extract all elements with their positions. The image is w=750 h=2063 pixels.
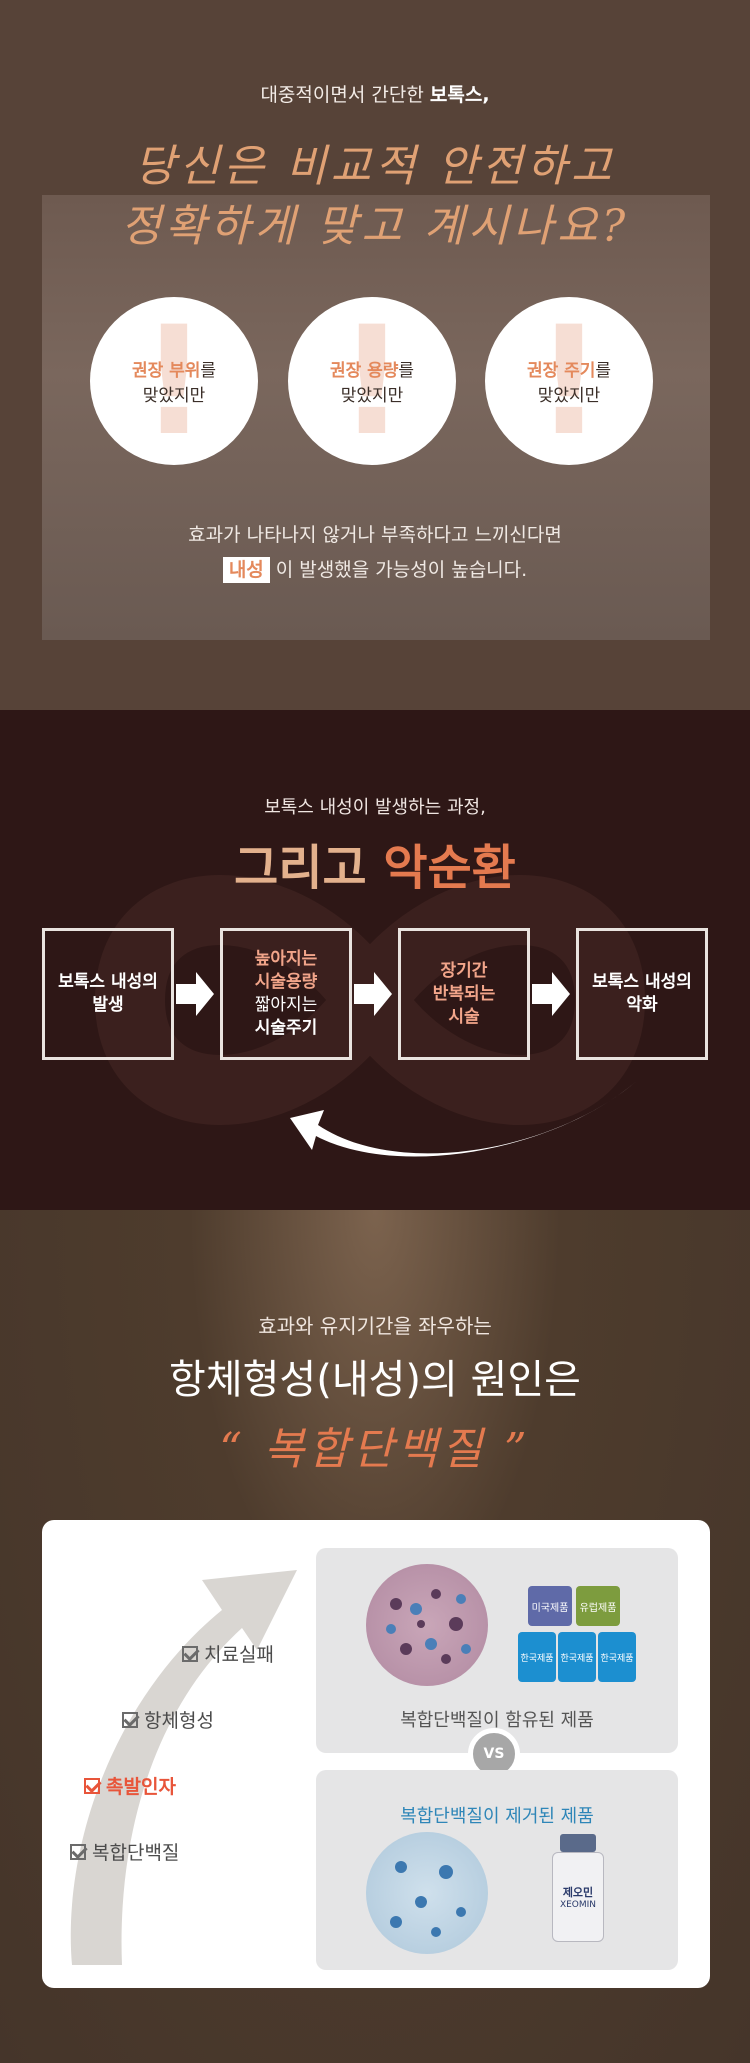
without-protein-label: 복합단백질이 제거된 제품: [400, 1806, 594, 1827]
process-subtitle: 보톡스 내성이 발생하는 과정,: [264, 797, 486, 818]
caption-line1: 효과가 나타나지 않거나 부족하다고 느끼신다면: [188, 524, 562, 546]
box-line: 시술: [448, 1006, 480, 1027]
step-label: 항체형성: [144, 1710, 214, 1732]
microscope-dish-image: [366, 1832, 488, 1954]
intro-text: 대중적이면서 간단한 보톡스,: [0, 80, 750, 107]
circle-highlight: 권장 주기: [526, 361, 596, 381]
intro-section: 대중적이면서 간단한 보톡스, 당신은 비교적 안전하고 정확하게 맞고 계시나…: [0, 0, 750, 710]
box-line: 시술용량: [254, 972, 318, 992]
bottle-kr: 한국제품: [558, 1632, 596, 1682]
with-protein-label: 복합단백질이 함유된 제품: [400, 1710, 594, 1731]
flow-arrows: [176, 972, 640, 1157]
circle-suffix: 를: [398, 361, 415, 381]
circle-highlight: 권장 용량: [329, 361, 399, 381]
box-line: 반복되는: [432, 983, 496, 1004]
step-box-occurrence: 보톡스 내성의 발생: [42, 928, 174, 1060]
box-line: 발생: [92, 995, 124, 1015]
step-label: 촉발인자: [106, 1776, 176, 1798]
circle-highlight: 권장 부위: [131, 361, 201, 381]
vial-body: 제오민 XEOMIN: [552, 1852, 604, 1942]
step-label: 복합단백질: [92, 1842, 180, 1864]
caption-line2-text: 이 발생했을 가능성이 높습니다.: [275, 559, 528, 581]
title-accent: 악순환: [383, 840, 516, 896]
circle-line2: 맞았지만: [537, 386, 601, 406]
circle-suffix: 를: [200, 361, 217, 381]
step-complex-protein: 복합단백질: [70, 1838, 179, 1865]
without-complex-protein-panel: 복합단백질이 제거된 제품 제오민 XEOMIN: [316, 1770, 678, 1970]
right-arrow-icon: [354, 972, 392, 1016]
step-antibody-formation: 항체형성: [122, 1706, 214, 1733]
box-line: 짧아지는: [254, 995, 318, 1015]
circle-line2: 맞았지만: [340, 386, 404, 406]
step-box-dose-cycle: 높아지는 시술용량 짧아지는 시술주기: [220, 928, 352, 1060]
bottle-us: 미국제품: [528, 1586, 572, 1626]
checkbox-icon: [84, 1777, 100, 1794]
bottle-label: 유럽제품: [579, 1602, 617, 1614]
bottle-kr: 한국제품: [598, 1632, 636, 1682]
circle-recommended-dose: ! 권장 용량를 맞았지만: [288, 297, 456, 465]
step-treatment-failure: 치료실패: [182, 1640, 274, 1667]
box-line: 악화: [626, 995, 658, 1015]
bottle-label: 미국제품: [531, 1602, 569, 1614]
step-box-repeat: 장기간 반복되는 시술: [398, 928, 530, 1060]
bottle-label: 한국제품: [560, 1653, 594, 1664]
vial-brand: 제오민: [562, 1886, 594, 1899]
return-curve-arrow-icon: [290, 1078, 640, 1157]
step-box-worsening: 보톡스 내성의 악화: [576, 928, 708, 1060]
circle-recommended-area: ! 권장 부위를 맞았지만: [90, 297, 258, 465]
bottle-label: 한국제품: [520, 1653, 554, 1664]
exclamation-icon: !: [139, 297, 209, 465]
box-line: 보톡스 내성의: [58, 972, 158, 992]
cause-script: “ 복합단백질 ”: [219, 1424, 531, 1475]
rising-arrow-icon: [70, 1570, 297, 1965]
checkbox-icon: [70, 1843, 86, 1860]
script-headline-line2: 정확하게 맞고 계시나요?: [120, 201, 630, 252]
vial-brand-en: XEOMIN: [559, 1900, 597, 1910]
exclamation-icon: !: [534, 297, 604, 465]
checkbox-icon: [122, 1711, 138, 1728]
box-line: 시술주기: [254, 1018, 318, 1038]
with-complex-protein-panel: 미국제품 유럽제품 한국제품 한국제품 한국제품 복합단백질이 함유된 제품: [316, 1548, 678, 1753]
right-arrow-icon: [532, 972, 570, 1016]
complex-protein-section: 효과와 유지기간을 좌우하는 항체형성(내성)의 원인은 “ 복합단백질 ” 치…: [0, 1210, 750, 2063]
step-label: 치료실패: [204, 1644, 274, 1666]
bottle-eu: 유럽제품: [576, 1586, 620, 1626]
circle-recommended-cycle: ! 권장 주기를 맞았지만: [485, 297, 653, 465]
bottle-kr: 한국제품: [518, 1632, 556, 1682]
exclamation-icon: !: [337, 297, 407, 465]
process-title: 그리고 악순환: [0, 828, 750, 898]
box-line: 장기간: [440, 960, 488, 981]
product-bottles-image: 미국제품 유럽제품 한국제품 한국제품 한국제품: [518, 1578, 638, 1688]
right-arrow-icon: [176, 972, 214, 1016]
intro-normal-text: 대중적이면서 간단한: [260, 84, 424, 106]
microscope-dish-image: [366, 1564, 488, 1686]
step-trigger-factor: 촉발인자: [84, 1772, 176, 1799]
box-line: 높아지는: [254, 949, 318, 969]
intro-bold-text: 보톡스,: [429, 84, 490, 106]
vicious-cycle-section: 보톡스 내성이 발생하는 과정, 그리고 악순환 보톡스 내성의 발생 높아지는…: [0, 710, 750, 1210]
checkbox-icon: [182, 1645, 198, 1662]
resistance-tag: 내성: [222, 557, 270, 583]
box-line: 보톡스 내성의: [592, 972, 692, 992]
circle-suffix: 를: [595, 361, 612, 381]
bottle-label: 한국제품: [600, 1653, 634, 1664]
cause-subtitle: 효과와 유지기간을 좌우하는: [258, 1314, 492, 1338]
script-headline-line1: 당신은 비교적 안전하고: [134, 141, 616, 192]
title-plain: 그리고: [234, 840, 367, 896]
vial-cap: [560, 1834, 596, 1852]
circle-line2: 맞았지만: [142, 386, 206, 406]
cause-title: 항체형성(내성)의 원인은: [169, 1357, 581, 1403]
xeomin-vial-image: 제오민 XEOMIN: [548, 1834, 608, 1944]
comparison-card: 치료실패 항체형성 촉발인자 복합단백질 미국제품 유럽제품 한국제품 한국제품…: [42, 1520, 710, 1988]
